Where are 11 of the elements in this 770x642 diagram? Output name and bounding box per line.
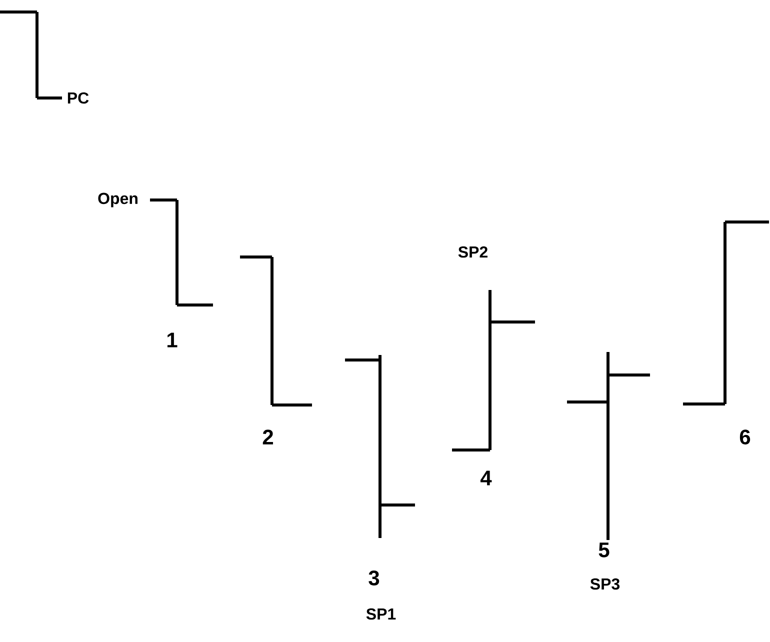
bar-number: 2: [262, 430, 273, 444]
price-label: SP2: [458, 246, 488, 258]
price-label: SP1: [366, 608, 396, 620]
bar-number: 6: [740, 430, 750, 444]
bar-number: 3: [368, 570, 380, 586]
bar-number: 5: [598, 542, 610, 558]
price-label: Open: [98, 192, 138, 208]
bar-number: 4: [480, 470, 492, 486]
bar-number: 1: [167, 332, 178, 348]
price-label: SP3: [590, 578, 620, 590]
price-label: PC: [68, 92, 89, 104]
